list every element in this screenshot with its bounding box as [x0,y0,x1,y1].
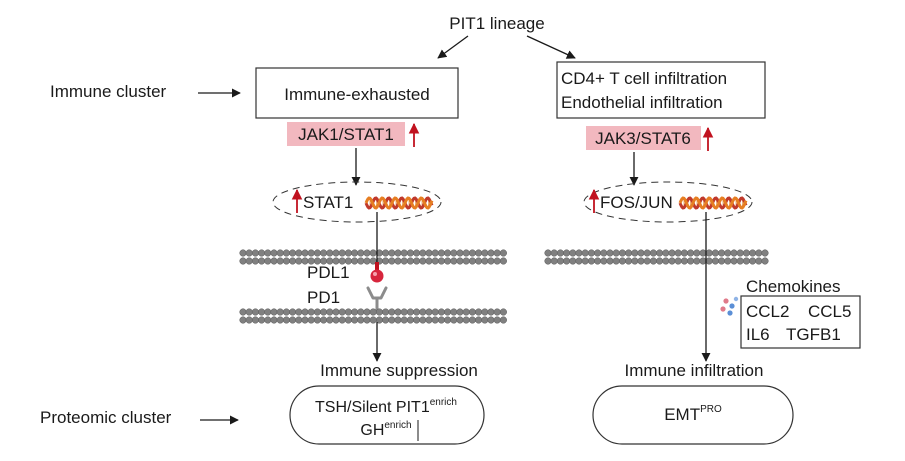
lineage-title: PIT1 lineage [449,14,544,33]
proteomic-cluster-label: Proteomic cluster [40,408,172,427]
immune-exhausted-box [255,67,459,119]
immune-cluster-label: Immune cluster [50,82,167,101]
jak1-highlight [287,122,405,146]
left-proteomic-line2: GHenrich [360,420,411,439]
jak3-highlight [586,126,701,150]
fosjun-nucleus-ellipse [583,181,753,223]
left-proteomic-pill [289,385,485,445]
immune-suppression-label: Immune suppression [320,361,478,380]
left-proteomic-line1: TSH/Silent PIT1enrich [315,397,457,416]
infiltration-line2: Endothelial infiltration [561,93,723,112]
cell-membrane-left-top [239,249,507,265]
chemokines-box [740,295,861,349]
cell-membrane-left-bottom [239,308,507,324]
jak3-stat6-label: JAK3/STAT6 [595,129,691,148]
fosjun-label: FOS/JUN [600,193,673,212]
chemokine-tgfb1: TGFB1 [786,325,841,344]
pdl1-label: PDL1 [307,263,350,282]
stat1-label: STAT1 [303,193,353,212]
pd1-receptor-icon [366,286,388,312]
cell-membrane-right [544,249,769,265]
infiltration-box [556,61,766,119]
pd1-label: PD1 [307,288,340,307]
dna-helix-left [364,196,434,210]
chemokine-dots-icon [720,296,739,316]
infiltration-line1: CD4+ T cell infiltration [561,69,727,88]
dna-helix-right [678,196,748,210]
chemokine-il6: IL6 [746,325,770,344]
jak1-stat1-label: JAK1/STAT1 [298,125,394,144]
chemokine-ccl2: CCL2 [746,302,789,321]
stat1-nucleus-ellipse [272,181,442,223]
immune-infiltration-label: Immune infiltration [625,361,764,380]
chemokine-ccl5: CCL5 [808,302,851,321]
lineage-arrow-right [526,35,576,59]
lineage-arrow-left [437,35,469,59]
right-proteomic-pill [592,385,794,445]
immune-exhausted-label: Immune-exhausted [284,85,430,104]
pdl1-ligand-icon [370,262,384,283]
right-proteomic-label: EMTPRO [664,404,722,424]
chemokines-title: Chemokines [746,277,841,296]
